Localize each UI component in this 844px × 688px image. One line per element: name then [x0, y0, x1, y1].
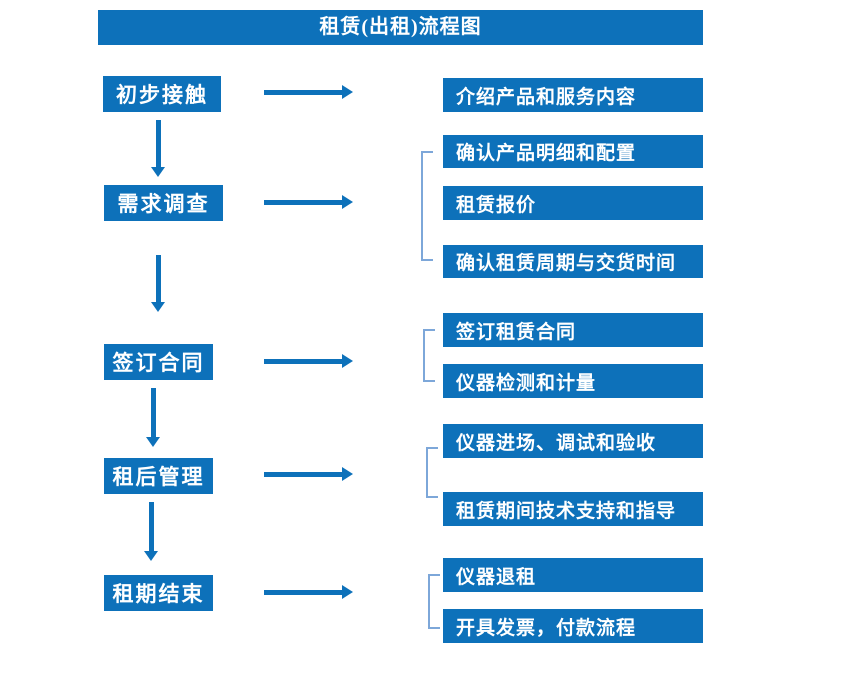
stage-box-demand-survey: 需求调查	[104, 185, 223, 221]
arrow-down-icon	[146, 388, 160, 447]
arrow-down-icon	[151, 255, 165, 312]
arrow-down-icon	[144, 502, 158, 561]
group-bracket	[426, 447, 438, 498]
output-box-sign-rental-contract: 签订租赁合同	[443, 313, 703, 347]
stage-box-initial-contact: 初步接触	[103, 76, 221, 112]
output-box-confirm-product-details: 确认产品明细和配置	[443, 135, 703, 168]
stage-box-rental-end: 租期结束	[104, 575, 213, 611]
output-box-confirm-rental-period: 确认租赁周期与交货时间	[443, 245, 703, 278]
flowchart-title: 租赁(出租)流程图	[98, 10, 703, 45]
group-bracket	[428, 574, 440, 629]
arrow-right-icon	[264, 585, 353, 599]
stage-box-sign-contract: 签订合同	[104, 344, 213, 380]
output-box-instrument-return: 仪器退租	[443, 558, 703, 592]
arrow-right-icon	[264, 354, 353, 368]
stage-box-post-rental-management: 租后管理	[104, 458, 213, 494]
group-bracket	[423, 329, 435, 382]
output-box-introduce-products: 介绍产品和服务内容	[443, 78, 703, 112]
arrow-right-icon	[264, 85, 353, 99]
arrow-right-icon	[264, 467, 353, 481]
arrow-down-icon	[151, 120, 165, 177]
arrow-right-icon	[264, 195, 353, 209]
output-box-instrument-setup-acceptance: 仪器进场、调试和验收	[443, 424, 703, 458]
output-box-invoice-payment: 开具发票，付款流程	[443, 609, 703, 643]
output-box-tech-support: 租赁期间技术支持和指导	[443, 492, 703, 526]
output-box-rental-quote: 租赁报价	[443, 186, 703, 220]
output-box-instrument-inspection: 仪器检测和计量	[443, 364, 703, 398]
group-bracket	[421, 151, 433, 261]
